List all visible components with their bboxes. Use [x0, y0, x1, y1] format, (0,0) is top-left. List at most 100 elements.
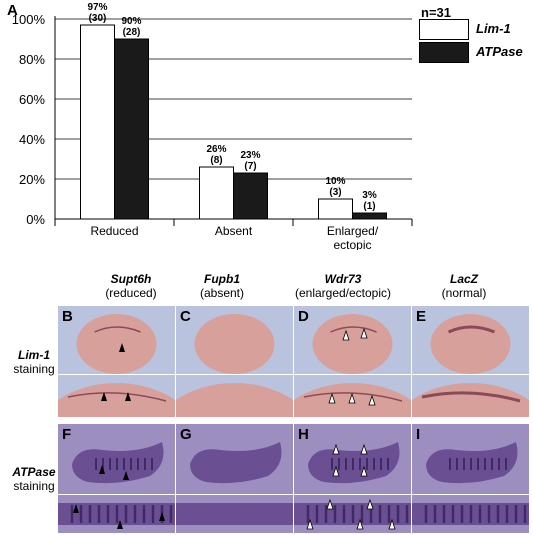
panel-letter: D — [298, 308, 309, 325]
photo-image — [176, 306, 293, 374]
arrowhead-icon — [360, 465, 368, 477]
arrowhead-icon — [360, 327, 368, 339]
category-label: Reduced — [90, 224, 138, 238]
photo-image — [412, 495, 529, 533]
data-label: (7) — [244, 161, 256, 172]
y-tick-label: 80% — [19, 52, 45, 67]
column-gene: Supt6h — [110, 272, 152, 286]
legend-label-lim1: Lim-1 — [476, 21, 511, 36]
bar-lim1-1 — [199, 166, 234, 220]
panel-letter: B — [62, 308, 73, 325]
photo-image — [412, 375, 529, 417]
photo-panel — [176, 375, 293, 417]
bar-lim1-2 — [318, 198, 353, 220]
photo-image — [176, 375, 293, 417]
row-header-lim1: Lim-1 staining — [4, 348, 64, 376]
photo-image — [294, 375, 411, 417]
embryo-shape — [190, 442, 282, 484]
embryo-zoom — [176, 503, 293, 525]
photo-panel — [58, 306, 175, 374]
row-gene: Lim-1 — [17, 348, 50, 362]
photo-panel — [294, 306, 411, 374]
column-header-wdr73: Wdr73 (enlarged/ectopic) — [290, 272, 396, 300]
photo-panel — [412, 306, 529, 374]
photo-panel — [412, 495, 529, 533]
photo-panel — [176, 424, 293, 494]
photo-image — [294, 424, 411, 494]
arrowhead-icon — [356, 518, 364, 530]
arrowhead-icon — [360, 443, 368, 455]
bar-atpase-0 — [114, 38, 149, 220]
panel-letter: I — [416, 426, 421, 443]
data-label: (1) — [363, 201, 375, 212]
column-phenotype: (enlarged/ectopic) — [294, 286, 392, 300]
photo-panel — [58, 495, 175, 533]
arrowhead-icon — [348, 392, 356, 404]
photo-image — [58, 375, 175, 417]
arrowhead-icon — [117, 520, 123, 529]
data-label: 97% — [87, 2, 107, 13]
column-phenotype: (reduced) — [105, 286, 157, 300]
arrowhead-icon — [159, 512, 165, 521]
row-header-atpase: ATPase staining — [4, 465, 64, 493]
embryo-shape — [194, 314, 275, 374]
arrowhead-icon — [368, 394, 376, 406]
arrowhead-icon — [366, 498, 374, 510]
stain-line — [421, 391, 521, 403]
embryo-zoom — [412, 383, 529, 417]
photo-panel — [294, 424, 411, 494]
arrowhead-icon — [388, 518, 396, 530]
photo-image — [58, 495, 175, 533]
data-label: (28) — [123, 27, 141, 38]
data-label: (30) — [89, 13, 107, 24]
arrowhead-icon — [99, 465, 105, 474]
photo-panel — [294, 495, 411, 533]
y-tick-label: 0% — [26, 212, 45, 227]
data-label: 26% — [206, 144, 226, 155]
stain-line — [447, 325, 496, 334]
photo-image — [176, 495, 293, 533]
column-gene: Wdr73 — [324, 272, 362, 286]
row-gene: ATPase — [12, 465, 56, 479]
column-gene: LacZ — [449, 272, 478, 286]
photo-panel — [176, 495, 293, 533]
bar-chart: 0%20%40%60%80%100%97%(30)90%(28)Reduced2… — [12, 2, 413, 250]
arrowhead-icon — [123, 471, 129, 480]
data-label: (8) — [210, 155, 222, 166]
stain-line — [330, 326, 377, 333]
bar-lim1-0 — [80, 24, 115, 220]
legend-n-label: n=31 — [421, 5, 451, 20]
legend-swatch-atpase — [419, 42, 469, 63]
embryo-zoom — [58, 383, 175, 417]
photo-panel — [412, 424, 529, 494]
photo-panel — [412, 375, 529, 417]
bar-atpase-2 — [352, 212, 387, 220]
data-label: (3) — [329, 187, 341, 198]
data-label: 23% — [240, 150, 260, 161]
category-label: ectopic — [333, 238, 371, 250]
column-phenotype: (absent) — [199, 286, 245, 300]
arrowhead-icon — [119, 343, 125, 352]
embryo-shape — [430, 314, 511, 374]
photo-image — [58, 424, 175, 494]
y-tick-label: 100% — [12, 12, 46, 27]
row-label: staining — [13, 479, 55, 493]
data-label: 90% — [121, 16, 141, 27]
photo-image — [58, 306, 175, 374]
column-gene: Fupb1 — [204, 272, 240, 286]
arrowhead-icon — [342, 329, 350, 341]
panel-letter: H — [298, 426, 309, 443]
photo-image — [294, 495, 411, 533]
stain-line — [94, 326, 141, 333]
arrowhead-icon — [306, 518, 314, 530]
embryo-zoom — [176, 383, 293, 417]
arrowhead-icon — [332, 465, 340, 477]
panel-letter: G — [180, 426, 192, 443]
column-phenotype: (normal) — [441, 286, 487, 300]
legend-swatch-lim1 — [419, 19, 469, 40]
photo-panel — [176, 306, 293, 374]
arrowhead-icon — [326, 498, 334, 510]
data-label: 3% — [362, 190, 377, 201]
arrowhead-icon — [328, 392, 336, 404]
y-tick-label: 20% — [19, 172, 45, 187]
